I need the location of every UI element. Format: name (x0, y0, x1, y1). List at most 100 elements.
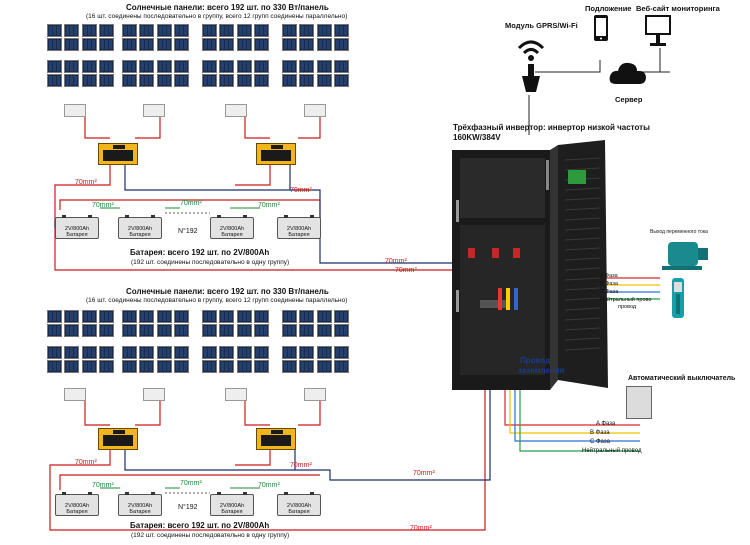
solar-controller-unit (98, 143, 138, 165)
battery-capacity: 2V/800Ah (286, 226, 312, 232)
breaker-neutral-label: Нейтральный провод (582, 448, 642, 454)
wire-gauge-label: 70mm² (92, 482, 114, 489)
battery-capacity: 2V/800Ah (219, 503, 245, 509)
solar-controller-unit (98, 428, 138, 450)
solar-panel-group (122, 310, 192, 375)
top-panels-subtitle: (16 шт. соединены последовательно в груп… (86, 13, 348, 20)
solar-controller-unit (256, 428, 296, 450)
top-batteries-title: Батарея: всего 192 шт. по 2V/800Ah (130, 248, 270, 257)
wire-gauge-label: 70mm² (75, 179, 97, 186)
website-label: Веб-сайт мониторинга (636, 4, 720, 13)
battery-count-label: N°192 (178, 504, 198, 511)
neutral-label: Нейтральный прово (600, 297, 652, 303)
breaker-phase-c-label: C Фаза (590, 439, 610, 445)
solar-panel-group (282, 24, 352, 89)
wire-gauge-label: 70mm² (92, 202, 114, 209)
solar-panel-group (237, 310, 272, 375)
ac-output-label: Выход переменного тока (650, 229, 708, 235)
breaker-phase-a-label: A Фаза (596, 421, 616, 427)
mppt-controller (225, 104, 247, 117)
phone-icon (594, 15, 608, 41)
battery-label: Батарея (66, 509, 88, 515)
mppt-controller (143, 104, 165, 117)
circuit-breaker-icon (626, 386, 652, 419)
solar-panel-group (317, 24, 352, 89)
solar-panel-group (122, 24, 192, 89)
bottom-panels-title: Солнечные панели: всего 192 шт. по 330 В… (126, 287, 329, 296)
phase-a-label: A Фаза (600, 273, 618, 279)
breaker-label: Автоматический выключатель (628, 375, 736, 382)
inverter-rating: 160KW/384V (453, 133, 501, 142)
wire-gauge-label: 70mm² (290, 462, 312, 469)
top-panels-title: Солнечные панели: всего 192 шт. по 330 В… (126, 3, 329, 12)
wire-gauge-label: 70mm² (385, 258, 407, 265)
battery-label: Батарея (288, 509, 310, 515)
battery-label: Батарея (221, 232, 243, 238)
cloud-server-icon (609, 62, 646, 84)
breaker-phase-b-label: B Фаза (590, 430, 610, 436)
solar-panel-group (47, 310, 117, 375)
ground-wire-label-line2: заземления (518, 366, 565, 375)
battery-capacity: 2V/800Ah (64, 503, 90, 509)
solar-panel-group (157, 24, 192, 89)
neutral-label-line2: провод (618, 304, 637, 310)
battery-label: Батарея (221, 509, 243, 515)
ground-wire-label-line1: Провод (520, 356, 551, 365)
battery-label: Батарея (129, 232, 151, 238)
battery-label: Батарея (288, 232, 310, 238)
mppt-controller (64, 388, 86, 401)
solar-panel-group (157, 310, 192, 375)
mppt-controller (64, 104, 86, 117)
phase-b-label: B Фаза (600, 281, 618, 287)
inverter-title: Трёхфазный инвертор: инвертор низкой час… (453, 123, 650, 132)
bottom-batteries-subtitle: (192 шт. соединены последовательно в одн… (131, 532, 290, 539)
wire-gauge-label: 70mm² (180, 480, 202, 487)
battery-capacity: 2V/800Ah (64, 226, 90, 232)
battery-label: Батарея (129, 509, 151, 515)
three-phase-inverter-cabinet (452, 140, 608, 390)
battery-capacity: 2V/800Ah (127, 503, 153, 509)
monitor-icon (645, 15, 671, 46)
bottom-batteries-title: Батарея: всего 192 шт. по 2V/800Ah (130, 521, 270, 530)
wire-gauge-label: 70mm² (410, 525, 432, 532)
wire-gauge-label: 70mm² (290, 187, 312, 194)
solar-panel-group (202, 24, 272, 89)
battery-capacity: 2V/800Ah (286, 503, 312, 509)
wire-gauge-label: 70mm² (258, 482, 280, 489)
solar-panel-group (282, 310, 352, 375)
solar-controller-unit (256, 143, 296, 165)
solar-panel-group (317, 310, 352, 375)
solar-panel-group (202, 310, 272, 375)
mppt-controller (304, 104, 326, 117)
solar-panel-group (82, 310, 117, 375)
app-label: Подложение (585, 4, 632, 13)
battery-capacity: 2V/800Ah (127, 226, 153, 232)
wire-gauge-label: 70mm² (180, 200, 202, 207)
phase-c-label: C Фаза (600, 289, 619, 295)
solar-panel-group (82, 24, 117, 89)
battery-capacity: 2V/800Ah (219, 226, 245, 232)
server-label: Сервер (615, 95, 643, 104)
battery-count-label: N°192 (178, 228, 198, 235)
solar-panel-group (237, 24, 272, 89)
wire-gauge-label: 70mm² (413, 470, 435, 477)
top-batteries-subtitle: (192 шт. соединены последовательно в одн… (131, 259, 290, 266)
mppt-controller (304, 388, 326, 401)
wifi-module-icon (517, 40, 545, 92)
mppt-controller (143, 388, 165, 401)
wire-gauge-label: 70mm² (75, 459, 97, 466)
battery-label: Батарея (66, 232, 88, 238)
wire-gauge-label: 70mm² (258, 202, 280, 209)
gprs-module-label: Модуль GPRS/Wi-Fi (505, 21, 578, 30)
motor-pump-icon (662, 242, 708, 318)
bottom-panels-subtitle: (16 шт. соединены последовательно в груп… (86, 297, 348, 304)
mppt-controller (225, 388, 247, 401)
solar-panel-group (47, 24, 117, 89)
